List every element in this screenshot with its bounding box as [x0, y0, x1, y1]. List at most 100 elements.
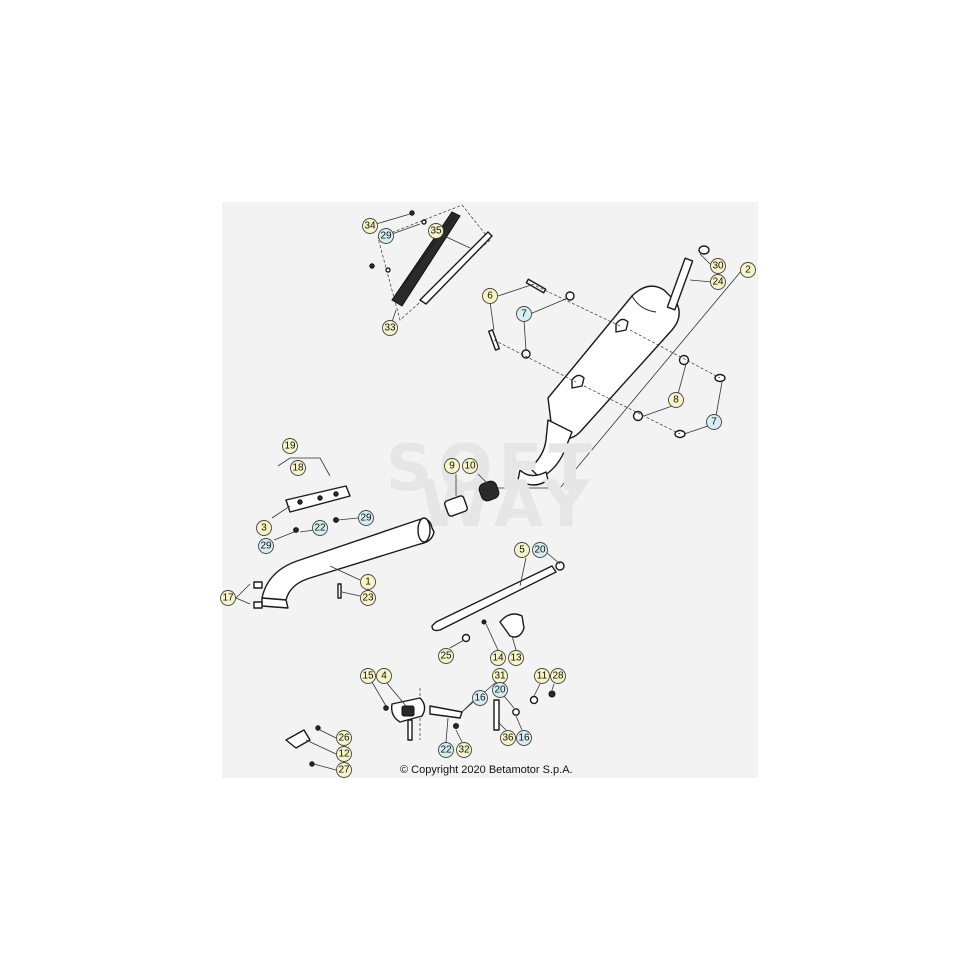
callout-29-left-label: 29 — [260, 541, 272, 552]
callout-4[interactable]: 4 — [376, 668, 392, 684]
callout-22-lower-label: 22 — [440, 745, 452, 756]
rod-nut-25 — [461, 633, 471, 643]
coupling-group — [444, 480, 500, 517]
callout-7-lower[interactable]: 7 — [706, 414, 722, 430]
callout-1[interactable]: 1 — [360, 574, 376, 590]
callout-31[interactable]: 31 — [492, 668, 508, 684]
flange-stud-2 — [253, 601, 263, 609]
brake-rod-group — [431, 561, 565, 643]
leader-17a — [235, 583, 251, 599]
guard-nut-1 — [293, 527, 299, 533]
callout-5[interactable]: 5 — [514, 542, 530, 558]
callout-18[interactable]: 18 — [290, 460, 306, 476]
leader-10 — [477, 473, 489, 485]
callout-16-lower-label: 16 — [518, 733, 530, 744]
callout-14[interactable]: 14 — [490, 650, 506, 666]
callout-16-upper[interactable]: 16 — [472, 690, 488, 706]
callout-36-label: 36 — [502, 733, 514, 744]
callout-29[interactable]: 29 — [378, 228, 394, 244]
callout-24-label: 24 — [712, 277, 724, 288]
callout-36[interactable]: 36 — [500, 730, 516, 746]
leader-14 — [485, 623, 499, 651]
leader-23 — [341, 591, 361, 597]
callout-32[interactable]: 32 — [456, 742, 472, 758]
callout-12[interactable]: 12 — [336, 746, 352, 762]
callout-25[interactable]: 25 — [438, 648, 454, 664]
silencer-guard-group — [369, 204, 493, 321]
callout-7-upper-label: 7 — [521, 309, 527, 320]
callout-17[interactable]: 17 — [220, 590, 236, 606]
callout-27-label: 27 — [338, 765, 350, 776]
clevis-pin-14 — [481, 619, 487, 625]
guard-outline — [377, 204, 491, 321]
callout-35[interactable]: 35 — [428, 223, 444, 239]
callout-9[interactable]: 9 — [444, 458, 460, 474]
callout-25-label: 25 — [440, 651, 452, 662]
leader-26 — [319, 729, 337, 739]
dashed-nut-path-2 — [583, 385, 681, 435]
callout-29-left[interactable]: 29 — [258, 538, 274, 554]
leader-6b — [489, 301, 495, 331]
callout-16-lower[interactable]: 16 — [516, 730, 532, 746]
leader-20a — [545, 551, 561, 565]
leader-11 — [533, 683, 541, 697]
callout-34[interactable]: 34 — [362, 218, 378, 234]
callout-2[interactable]: 2 — [740, 262, 756, 278]
callout-30-label: 30 — [712, 261, 724, 272]
callout-26[interactable]: 26 — [336, 730, 352, 746]
callout-26-label: 26 — [338, 733, 350, 744]
leader-19 — [277, 457, 331, 477]
callout-6[interactable]: 6 — [482, 288, 498, 304]
callout-33-label: 33 — [384, 323, 396, 334]
callout-23[interactable]: 23 — [360, 590, 376, 606]
pedal-pivot-block — [401, 705, 415, 717]
callout-29-right[interactable]: 29 — [358, 510, 374, 526]
callout-30[interactable]: 30 — [710, 258, 726, 274]
callout-3-label: 3 — [261, 523, 267, 534]
spring-23 — [337, 583, 342, 599]
leader-27 — [313, 763, 337, 771]
callout-19[interactable]: 19 — [282, 438, 298, 454]
callout-22-lower[interactable]: 22 — [438, 742, 454, 758]
silencer-group — [470, 245, 743, 489]
callout-31-label: 31 — [494, 671, 506, 682]
callout-23-label: 23 — [362, 593, 374, 604]
callout-22-upper-label: 22 — [314, 523, 326, 534]
dashed-nut-path-1 — [629, 329, 721, 379]
mount-washer-upper — [565, 291, 575, 301]
callout-11[interactable]: 11 — [534, 668, 550, 684]
callout-13[interactable]: 13 — [508, 650, 524, 666]
callout-10[interactable]: 10 — [462, 458, 478, 474]
callout-8[interactable]: 8 — [668, 392, 684, 408]
callout-5-label: 5 — [519, 545, 525, 556]
silencer-guard-lower — [419, 231, 493, 305]
callout-3[interactable]: 3 — [256, 520, 272, 536]
callout-7-upper[interactable]: 7 — [516, 306, 532, 322]
callout-20-upper[interactable]: 20 — [532, 542, 548, 558]
callout-33[interactable]: 33 — [382, 320, 398, 336]
callout-28[interactable]: 28 — [550, 668, 566, 684]
callout-15-label: 15 — [362, 671, 374, 682]
callout-20-upper-label: 20 — [534, 545, 546, 556]
callout-22-upper[interactable]: 22 — [312, 520, 328, 536]
flange-stud-1 — [253, 581, 263, 589]
callout-34-label: 34 — [364, 221, 376, 232]
callout-2-label: 2 — [745, 265, 751, 276]
leader-lines — [271, 213, 723, 771]
header-flange — [261, 597, 289, 609]
callout-4-label: 4 — [381, 671, 387, 682]
brake-rod — [431, 565, 557, 632]
callout-7-lower-label: 7 — [711, 417, 717, 428]
leader-assembly-2 — [470, 269, 743, 489]
callout-20-lower[interactable]: 20 — [492, 682, 508, 698]
callout-8-label: 8 — [673, 395, 679, 406]
callout-24[interactable]: 24 — [710, 274, 726, 290]
guard-washer-2 — [385, 267, 391, 273]
callout-32-label: 32 — [458, 745, 470, 756]
callout-15[interactable]: 15 — [360, 668, 376, 684]
callout-27[interactable]: 27 — [336, 762, 352, 778]
callout-18-label: 18 — [292, 463, 304, 474]
leader-7d — [683, 425, 709, 435]
pedal-assembly-group — [285, 688, 556, 767]
leader-8b — [643, 405, 673, 417]
